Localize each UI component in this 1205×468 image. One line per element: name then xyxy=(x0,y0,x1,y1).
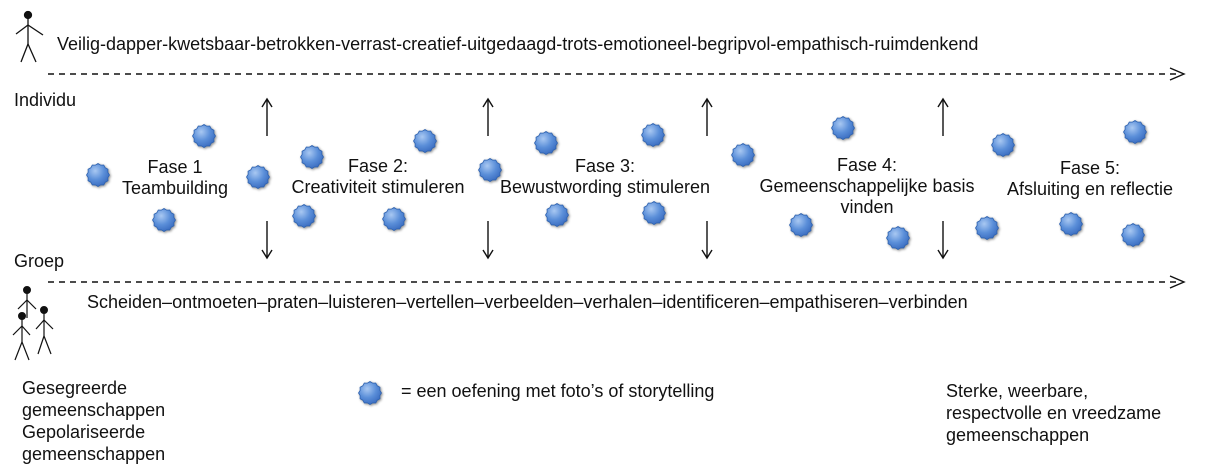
phase-3-name: Bewustwording stimuleren xyxy=(499,177,711,197)
phase-1-name: Teambuilding xyxy=(121,178,229,198)
down-arrow-4 xyxy=(937,221,949,260)
exercise-bubble-icon xyxy=(1059,212,1083,236)
exercise-bubble-icon xyxy=(886,226,910,250)
down-arrow-1 xyxy=(261,221,273,260)
start-state-b-line1: Gepolariseerde xyxy=(22,422,146,442)
exercise-bubble-icon xyxy=(991,133,1015,157)
exercise-bubble-icon xyxy=(545,203,569,227)
phase-4-label: Fase 4: Gemeenschappelijke basis vinden xyxy=(759,155,974,218)
exercise-bubble-icon xyxy=(831,116,855,140)
up-arrow-3 xyxy=(701,97,713,136)
end-state-line1: Sterke, weerbare, xyxy=(946,381,1089,401)
group-of-people-icon xyxy=(12,286,54,361)
start-state-label: Gesegreerde gemeenschappen Gepolariseerd… xyxy=(22,377,165,465)
exercise-bubble-icon xyxy=(300,145,324,169)
phase-1-title: Fase 1 xyxy=(147,157,203,177)
exercise-bubble-icon xyxy=(478,158,502,182)
phase-5-name: Afsluiting en reflectie xyxy=(1006,179,1174,199)
phase-4-title: Fase 4: xyxy=(836,155,898,175)
exercise-bubble-icon xyxy=(642,201,666,225)
phase-4-name-cont: vinden xyxy=(840,197,894,217)
phase-2-title: Fase 2: xyxy=(347,156,409,176)
individu-label: Individu xyxy=(14,90,77,110)
exercise-bubble-icon xyxy=(789,213,813,237)
exercise-bubbles xyxy=(86,116,1147,405)
exercise-bubble-icon xyxy=(152,208,176,232)
exercise-bubble-icon xyxy=(292,204,316,228)
down-arrow-3 xyxy=(701,221,713,260)
up-arrow-2 xyxy=(482,97,494,136)
exercise-bubble-icon xyxy=(1123,120,1147,144)
exercise-bubble-icon xyxy=(246,165,270,189)
end-state-line3: gemeenschappen xyxy=(946,425,1090,445)
legend-bubble-icon xyxy=(358,381,382,405)
start-state-b-line2: gemeenschappen xyxy=(22,444,166,464)
exercise-bubble-icon xyxy=(86,163,110,187)
exercise-bubble-icon xyxy=(975,216,999,240)
exercise-bubble-icon xyxy=(1121,223,1145,247)
start-state-a-line2: gemeenschappen xyxy=(22,400,166,420)
down-arrow-2 xyxy=(482,221,494,260)
phase-4-name: Gemeenschappelijke basis xyxy=(759,176,975,196)
legend-text: = een oefening met foto’s of storytellin… xyxy=(401,381,715,401)
end-state-label: Sterke, weerbare, respectvolle en vreedz… xyxy=(946,380,1161,446)
start-state-a-line1: Gesegreerde xyxy=(22,378,128,398)
phase-2-label: Fase 2: Creativiteit stimuleren xyxy=(291,156,464,198)
groep-label: Groep xyxy=(14,251,65,271)
exercise-bubble-icon xyxy=(731,143,755,167)
top-traits-text: Veilig-dapper-kwetsbaar-betrokken-verras… xyxy=(57,34,979,54)
exercise-bubble-icon xyxy=(192,124,216,148)
phase-3-label: Fase 3: Bewustwording stimuleren xyxy=(500,156,710,198)
exercise-bubble-icon xyxy=(641,123,665,147)
exercise-bubble-icon xyxy=(413,129,437,153)
bottom-actions-text: Scheiden–ontmoeten–praten–luisteren–vert… xyxy=(87,292,968,312)
bottom-dashed-arrow xyxy=(48,275,1186,289)
top-dashed-arrow xyxy=(48,67,1186,81)
up-arrow-4 xyxy=(937,97,949,136)
exercise-bubble-icon xyxy=(534,131,558,155)
person-icon xyxy=(15,10,44,63)
phase-1-label: Fase 1 Teambuilding xyxy=(122,157,228,199)
end-state-line2: respectvolle en vreedzame xyxy=(946,403,1162,423)
exercise-bubble-icon xyxy=(382,207,406,231)
phase-3-title: Fase 3: xyxy=(574,156,636,176)
phase-2-name: Creativiteit stimuleren xyxy=(291,177,465,197)
phase-5-label: Fase 5: Afsluiting en reflectie xyxy=(1007,158,1173,200)
phase-5-title: Fase 5: xyxy=(1059,158,1121,178)
up-arrow-1 xyxy=(261,97,273,136)
vertical-arrows xyxy=(261,97,949,260)
